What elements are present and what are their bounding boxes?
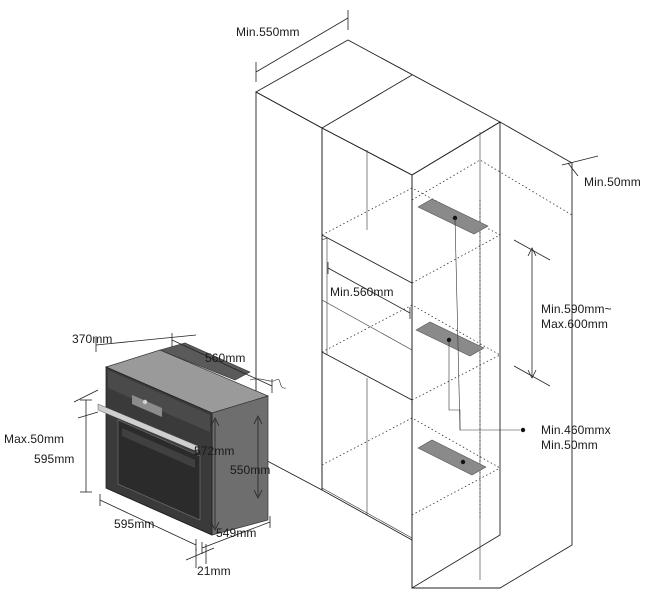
label-oven-body-height: 572mm: [194, 444, 235, 458]
label-oven-side-height: 550mm: [230, 463, 271, 477]
labels: Min.550mm Min.50mm Min.560mm Min.590mm~ …: [4, 25, 641, 578]
oven-handle: [97, 403, 199, 453]
label-vent-2: Min.50mm: [541, 438, 598, 452]
label-oven-back-depth: 370mm: [72, 332, 113, 346]
oven-dimensions: [73, 333, 273, 568]
label-oven-front-width: 595mm: [114, 517, 155, 531]
label-niche-width: Min.560mm: [330, 285, 394, 299]
cabinet-top: [255, 39, 501, 176]
label-door-thickness: 21mm: [197, 564, 231, 578]
oven-display: [132, 395, 162, 417]
label-niche-height-2: Max.600mm: [541, 317, 608, 331]
label-cabinet-depth: Min.550mm: [236, 25, 300, 39]
label-oven-body-width: 560mm: [205, 351, 246, 365]
tall-cabinet: [255, 39, 573, 589]
vent-bottom: [417, 439, 487, 476]
built-in-oven: [97, 342, 287, 536]
label-rear-gap: Min.50mm: [584, 175, 641, 189]
cabinet-dimensions: [255, 10, 599, 387]
oven-window: [117, 419, 201, 521]
label-vent-1: Min.460mmx: [541, 423, 611, 437]
cabinet-right-side: [411, 121, 501, 589]
label-niche-height-1: Min.590mm~: [541, 302, 612, 316]
label-oven-top-gap: Max.50mm: [4, 432, 64, 446]
oven-niche: [321, 234, 413, 401]
label-oven-total-depth: 549mm: [216, 526, 257, 540]
vent-top: [417, 198, 489, 235]
label-oven-front-height: 595mm: [34, 452, 75, 466]
